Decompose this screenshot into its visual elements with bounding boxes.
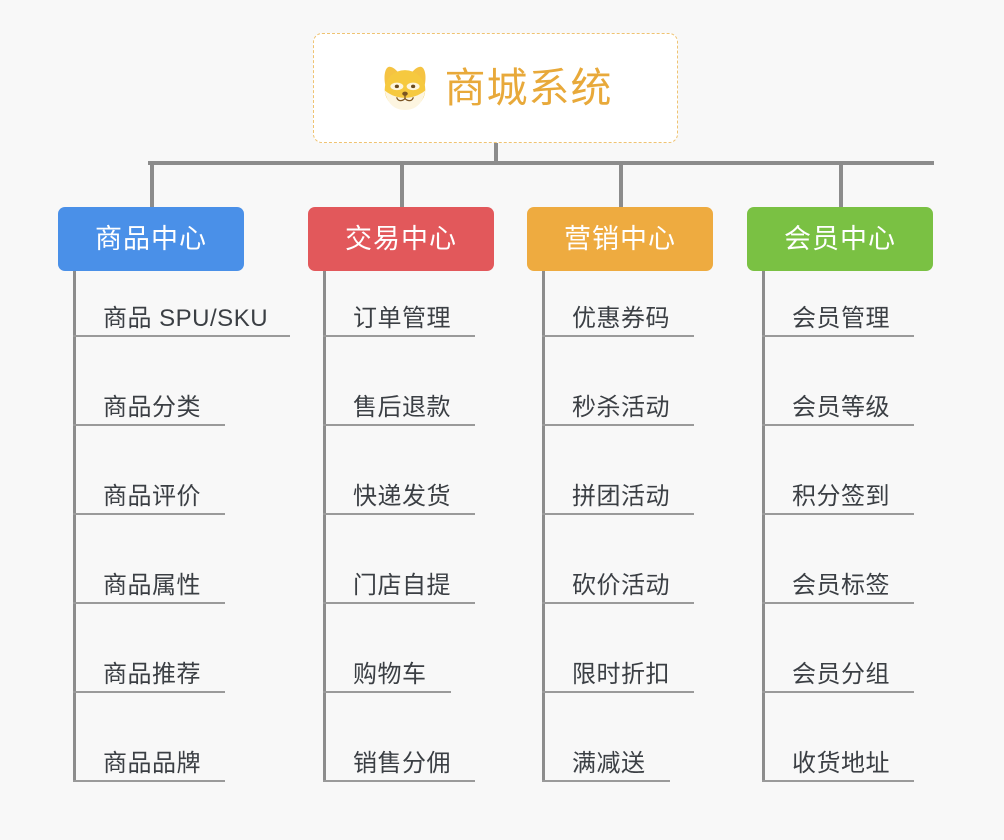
leaf-spine: [762, 271, 765, 782]
leaf-underline: [323, 691, 451, 693]
leaf-spine: [542, 271, 545, 782]
leaf-label: 商品属性: [103, 572, 201, 599]
leaf-underline: [323, 513, 475, 515]
leaf-underline: [73, 602, 225, 604]
leaf-label: 会员等级: [792, 394, 890, 421]
root-title: 商城系统: [444, 64, 613, 111]
leaf-label: 会员标签: [792, 572, 890, 599]
leaf-label: 订单管理: [353, 305, 451, 332]
connector-drop-3: [619, 161, 623, 208]
leaf-spine: [323, 271, 326, 782]
leaf-label: 商品评价: [103, 483, 201, 510]
leaf-underline: [762, 602, 914, 604]
category-label: 营销中心: [564, 223, 676, 254]
leaf-underline: [542, 780, 670, 782]
category-label: 交易中心: [345, 223, 457, 254]
leaf-label: 商品品牌: [103, 750, 201, 777]
leaf-spine: [73, 271, 76, 782]
leaf-label: 满减送: [572, 750, 646, 777]
leaf-label: 售后退款: [353, 394, 451, 421]
leaf-underline: [323, 424, 475, 426]
leaf-label: 优惠券码: [572, 305, 670, 332]
leaf-label: 收货地址: [792, 750, 890, 777]
root-node[interactable]: 商城系统: [313, 33, 678, 143]
category-box-1[interactable]: 商品中心: [58, 207, 244, 271]
leaf-label: 购物车: [353, 661, 427, 688]
leaf-underline: [323, 335, 475, 337]
connector-horizontal-bus: [148, 161, 934, 165]
leaf-underline: [73, 513, 225, 515]
leaf-label: 商品推荐: [103, 661, 201, 688]
category-label: 商品中心: [95, 223, 207, 254]
category-label: 会员中心: [784, 223, 896, 254]
leaf-underline: [762, 424, 914, 426]
connector-root-stem: [494, 143, 498, 165]
leaf-underline: [323, 780, 475, 782]
leaf-underline: [762, 335, 914, 337]
leaf-label: 限时折扣: [572, 661, 670, 688]
leaf-underline: [73, 780, 225, 782]
shiba-dog-face-icon: [384, 66, 425, 110]
connector-drop-2: [400, 161, 404, 208]
leaf-underline: [762, 513, 914, 515]
category-box-4[interactable]: 会员中心: [747, 207, 933, 271]
leaf-label: 会员分组: [792, 661, 890, 688]
leaf-underline: [73, 335, 290, 337]
leaf-label: 砍价活动: [572, 572, 670, 599]
leaf-label: 拼团活动: [572, 483, 670, 510]
leaf-label: 快递发货: [353, 483, 451, 510]
connector-drop-1: [150, 161, 154, 208]
leaf-label: 商品 SPU/SKU: [103, 305, 269, 332]
leaf-underline: [542, 513, 694, 515]
leaf-label: 商品分类: [103, 394, 201, 421]
leaf-underline: [542, 424, 694, 426]
category-box-3[interactable]: 营销中心: [527, 207, 713, 271]
leaf-underline: [73, 691, 225, 693]
leaf-underline: [762, 780, 914, 782]
leaf-underline: [542, 691, 694, 693]
leaf-label: 销售分佣: [353, 750, 451, 777]
leaf-label: 门店自提: [353, 572, 451, 599]
leaf-underline: [323, 602, 475, 604]
leaf-label: 积分签到: [792, 483, 890, 510]
leaf-underline: [542, 602, 694, 604]
category-box-2[interactable]: 交易中心: [308, 207, 494, 271]
leaf-label: 秒杀活动: [572, 394, 670, 421]
leaf-underline: [762, 691, 914, 693]
leaf-underline: [542, 335, 694, 337]
leaf-underline: [73, 424, 225, 426]
leaf-label: 会员管理: [792, 305, 890, 332]
connector-drop-4: [839, 161, 843, 208]
